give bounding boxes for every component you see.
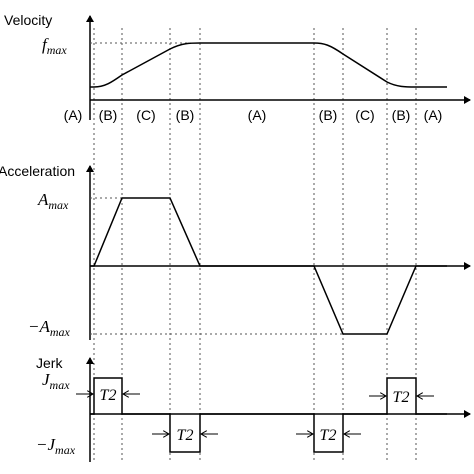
pulse-width-annotation: T2 (76, 387, 140, 404)
jerk-max-label: Jmax (42, 370, 70, 392)
phase-label: (C) (355, 107, 374, 123)
phase-label: (C) (136, 107, 155, 123)
pulse-width-label: T2 (393, 389, 410, 406)
pulse-width-label: T2 (100, 387, 117, 404)
pulse-width-annotation: T2 (296, 427, 361, 444)
phase-label: (B) (176, 107, 195, 123)
velocity-panel: Velocity fmax (4, 12, 471, 120)
phase-label: (A) (64, 107, 83, 123)
phase-labels: (A) (B) (C) (B) (A) (B) (C) (B) (A) (64, 107, 443, 123)
phase-label: (B) (392, 107, 411, 123)
phase-label: (B) (319, 107, 338, 123)
phase-label: (B) (99, 107, 118, 123)
phase-label: (A) (248, 107, 267, 123)
jerk-curve (90, 377, 447, 453)
acceleration-title: Acceleration (0, 163, 75, 179)
jerk-min-label: −Jmax (36, 435, 76, 457)
pulse-width-annotation: T2 (369, 389, 434, 406)
velocity-title: Velocity (4, 12, 52, 28)
velocity-curve (90, 42, 447, 88)
phase-label: (A) (424, 107, 443, 123)
acceleration-curve (90, 197, 447, 335)
jerk-title: Jerk (36, 355, 63, 371)
pulse-width-label: T2 (177, 427, 194, 444)
velocity-max-label: fmax (42, 35, 67, 57)
phase-guides (93, 28, 417, 462)
jerk-panel: Jerk Jmax −Jmax T2 T2 T2 T2 (36, 355, 471, 462)
pulse-width-annotation: T2 (152, 427, 218, 444)
acceleration-min-label: −Amax (28, 317, 71, 339)
pulse-width-label: T2 (320, 427, 337, 444)
acceleration-max-label: Amax (37, 190, 69, 212)
acceleration-panel: Acceleration Amax −Amax (0, 163, 471, 340)
